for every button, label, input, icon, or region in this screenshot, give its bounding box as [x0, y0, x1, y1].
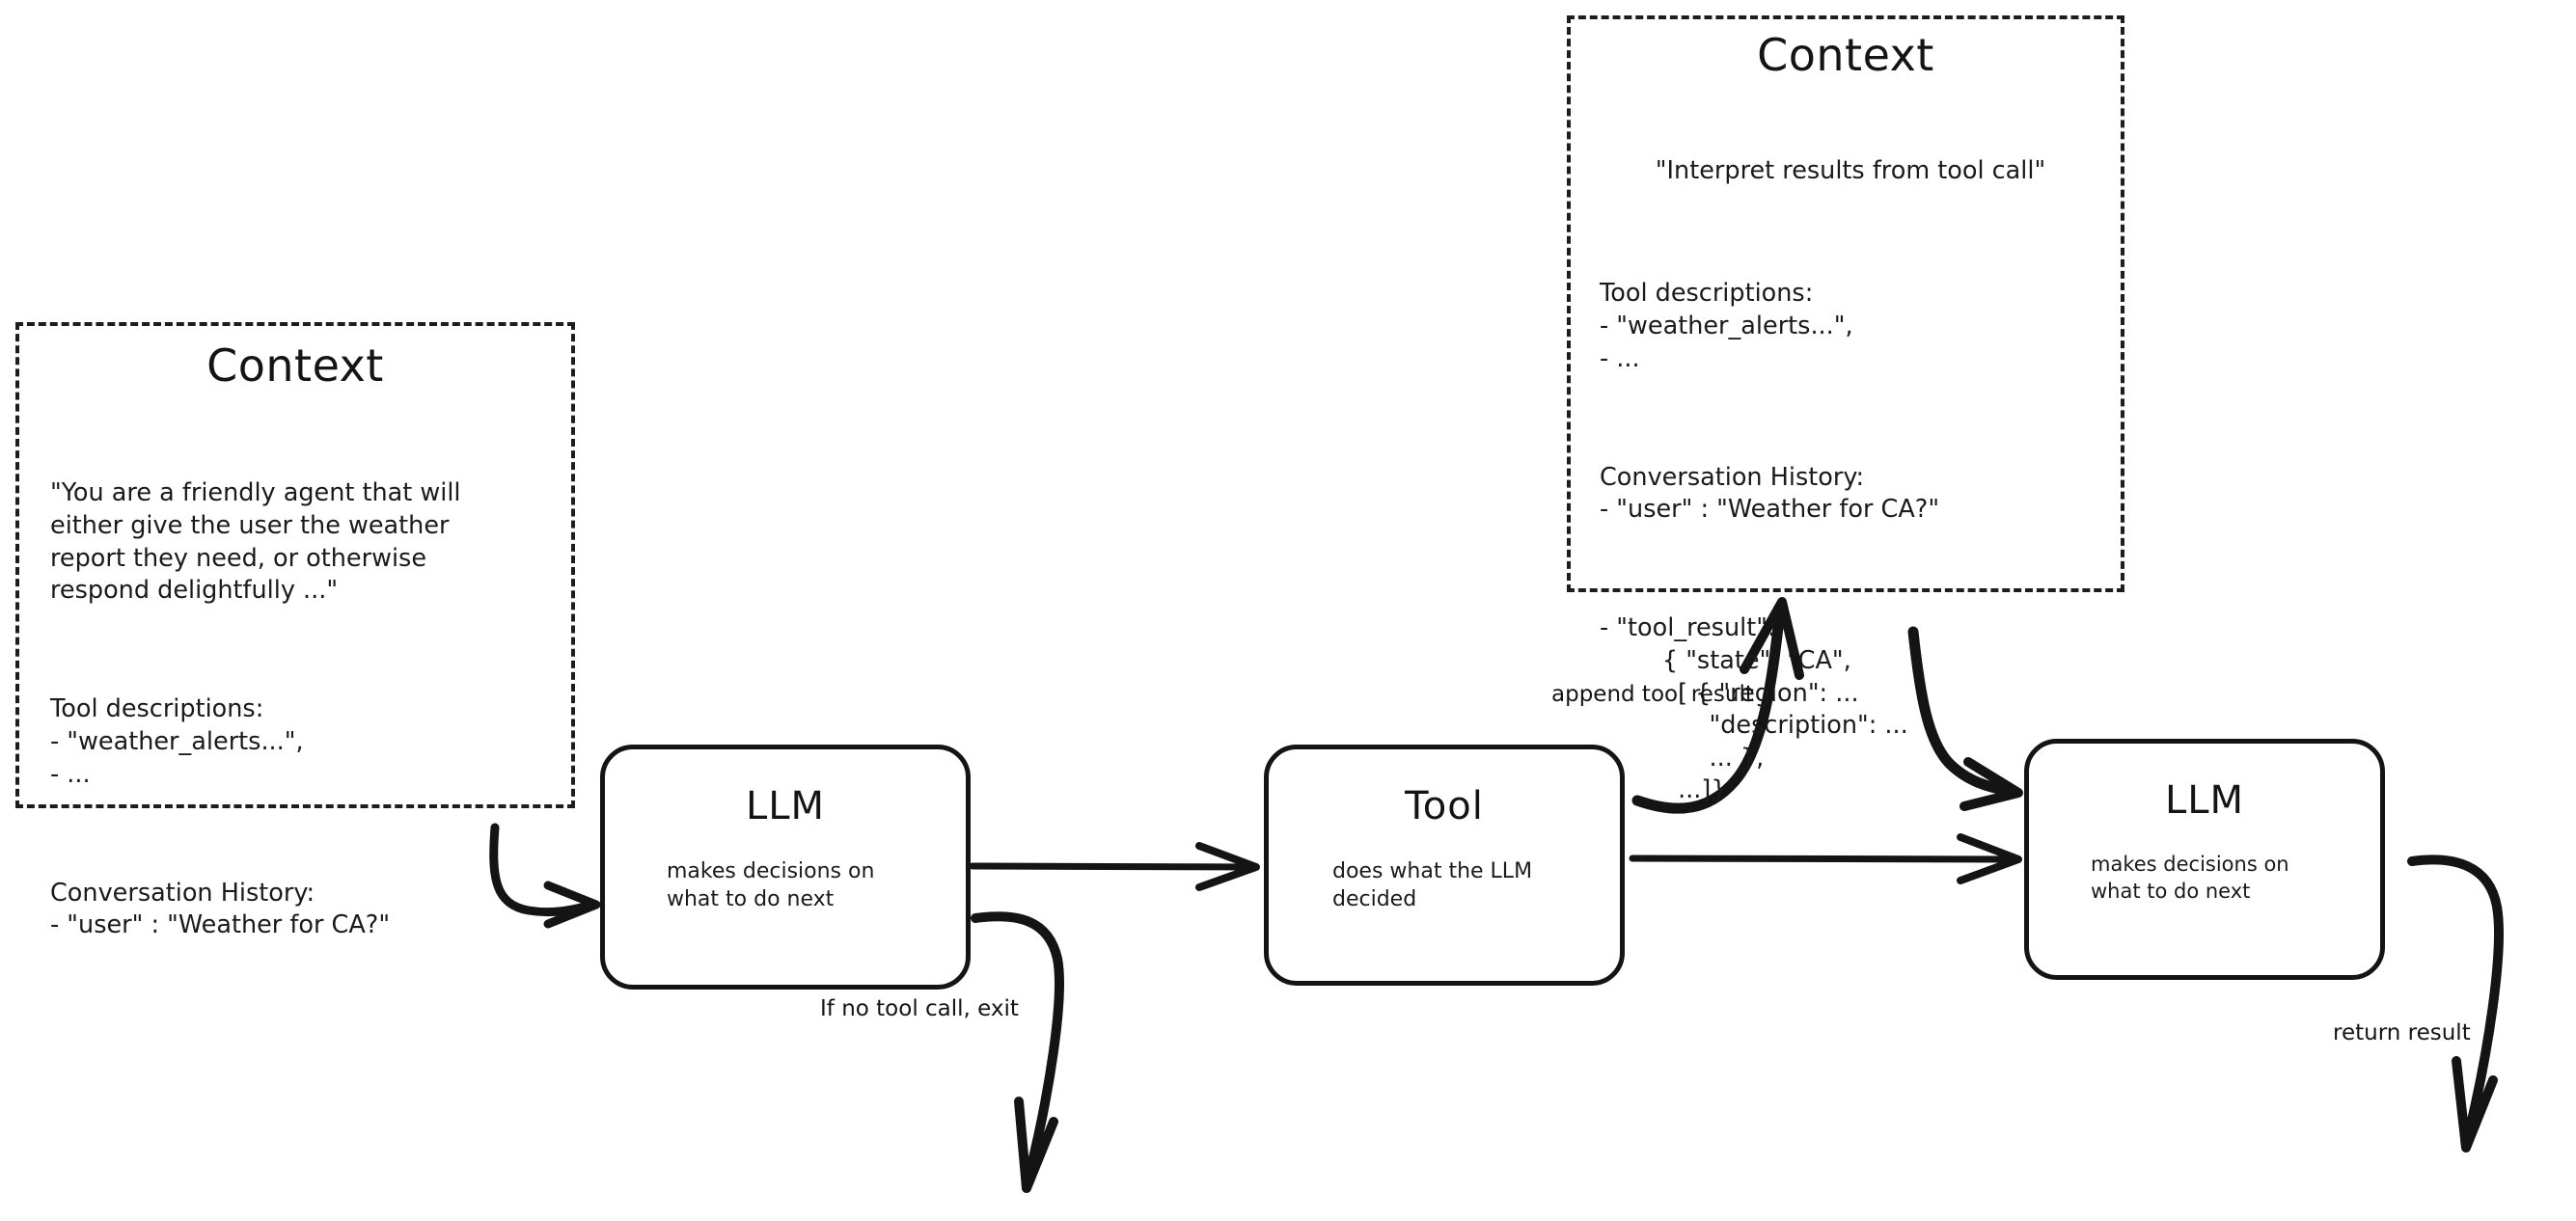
context-right-system-prompt: "Interpret results from tool call" [1655, 156, 2046, 186]
node-llm-second-title: LLM [2164, 778, 2245, 823]
context-left-conversation-history: Conversation History: - "user" : "Weathe… [50, 878, 391, 940]
context-left-title: Context [206, 339, 384, 392]
node-llm-second-subtitle: makes decisions on what to do next [2091, 853, 2289, 903]
context-left-tool-descriptions: Tool descriptions: - "weather_alerts..."… [50, 694, 304, 789]
edge-llm-to-tool-arrow [969, 842, 1260, 891]
context-right-conversation-history: Conversation History: - "user" : "Weathe… [1600, 462, 1940, 525]
node-tool-subtitle: does what the LLM decided [1332, 859, 1533, 912]
node-tool-title: Tool [1405, 784, 1484, 828]
edge-label-if-no-tool-call: If no tool call, exit [820, 996, 1019, 1021]
edge-label-return-result: return result [2333, 1020, 2471, 1045]
edge-label-append-tool-result: append tool result [1551, 682, 1754, 707]
node-llm-first[interactable]: LLM makes decisions on what to do next [600, 745, 971, 990]
node-llm-first-title: LLM [745, 784, 826, 828]
context-box-left: Context "You are a friendly agent that w… [15, 322, 575, 939]
node-llm-second[interactable]: LLM makes decisions on what to do next [2024, 739, 2385, 980]
node-llm-first-subtitle: makes decisions on what to do next [667, 859, 875, 912]
edge-llm2-return-arrow [2407, 855, 2504, 1153]
context-right-tool-result: - "tool_result": { "state": "CA", [ { "r… [1600, 613, 1908, 805]
edge-llm-exit-arrow [971, 911, 1064, 1193]
context-left-body: "You are a friendly agent that will eith… [19, 413, 571, 1007]
context-box-right: Context "Interpret results from tool cal… [1567, 15, 2124, 804]
context-left-system-prompt: "You are a friendly agent that will eith… [50, 478, 461, 606]
node-tool[interactable]: Tool does what the LLM decided [1264, 745, 1625, 986]
context-right-title: Context [1757, 29, 1934, 81]
context-right-body: "Interpret results from tool call" Tool … [1571, 91, 2121, 872]
context-right-tool-descriptions: Tool descriptions: - "weather_alerts..."… [1600, 279, 1853, 373]
